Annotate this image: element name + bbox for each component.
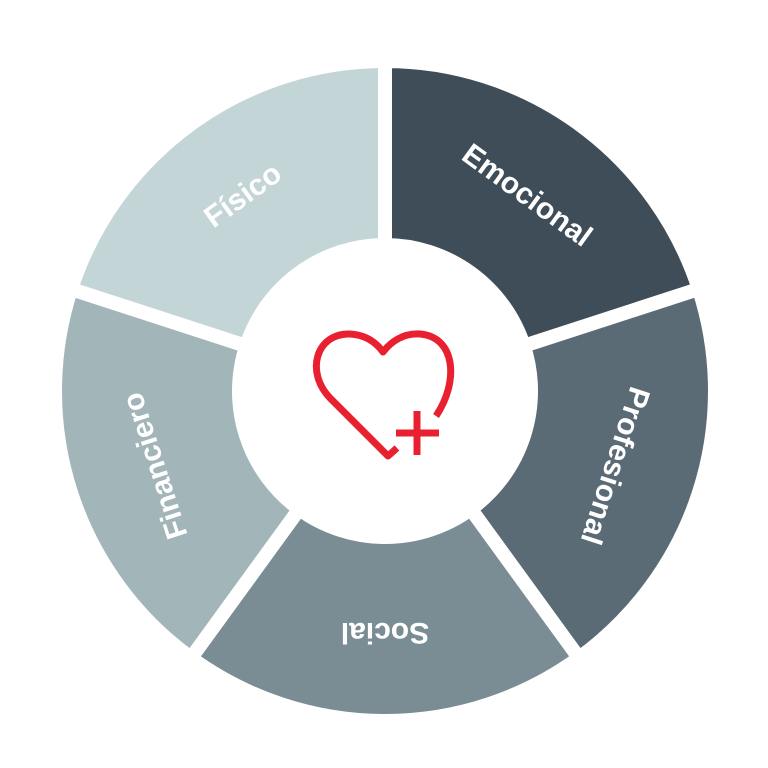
segment-label: Social — [341, 616, 429, 649]
heart-plus-icon — [312, 330, 455, 460]
segment-fisico — [62, 53, 392, 355]
center-circle — [246, 252, 524, 530]
segment-emocional — [378, 53, 708, 355]
segment-social — [181, 499, 589, 728]
segment-profesional — [461, 280, 722, 668]
segment-financiero — [48, 280, 309, 668]
